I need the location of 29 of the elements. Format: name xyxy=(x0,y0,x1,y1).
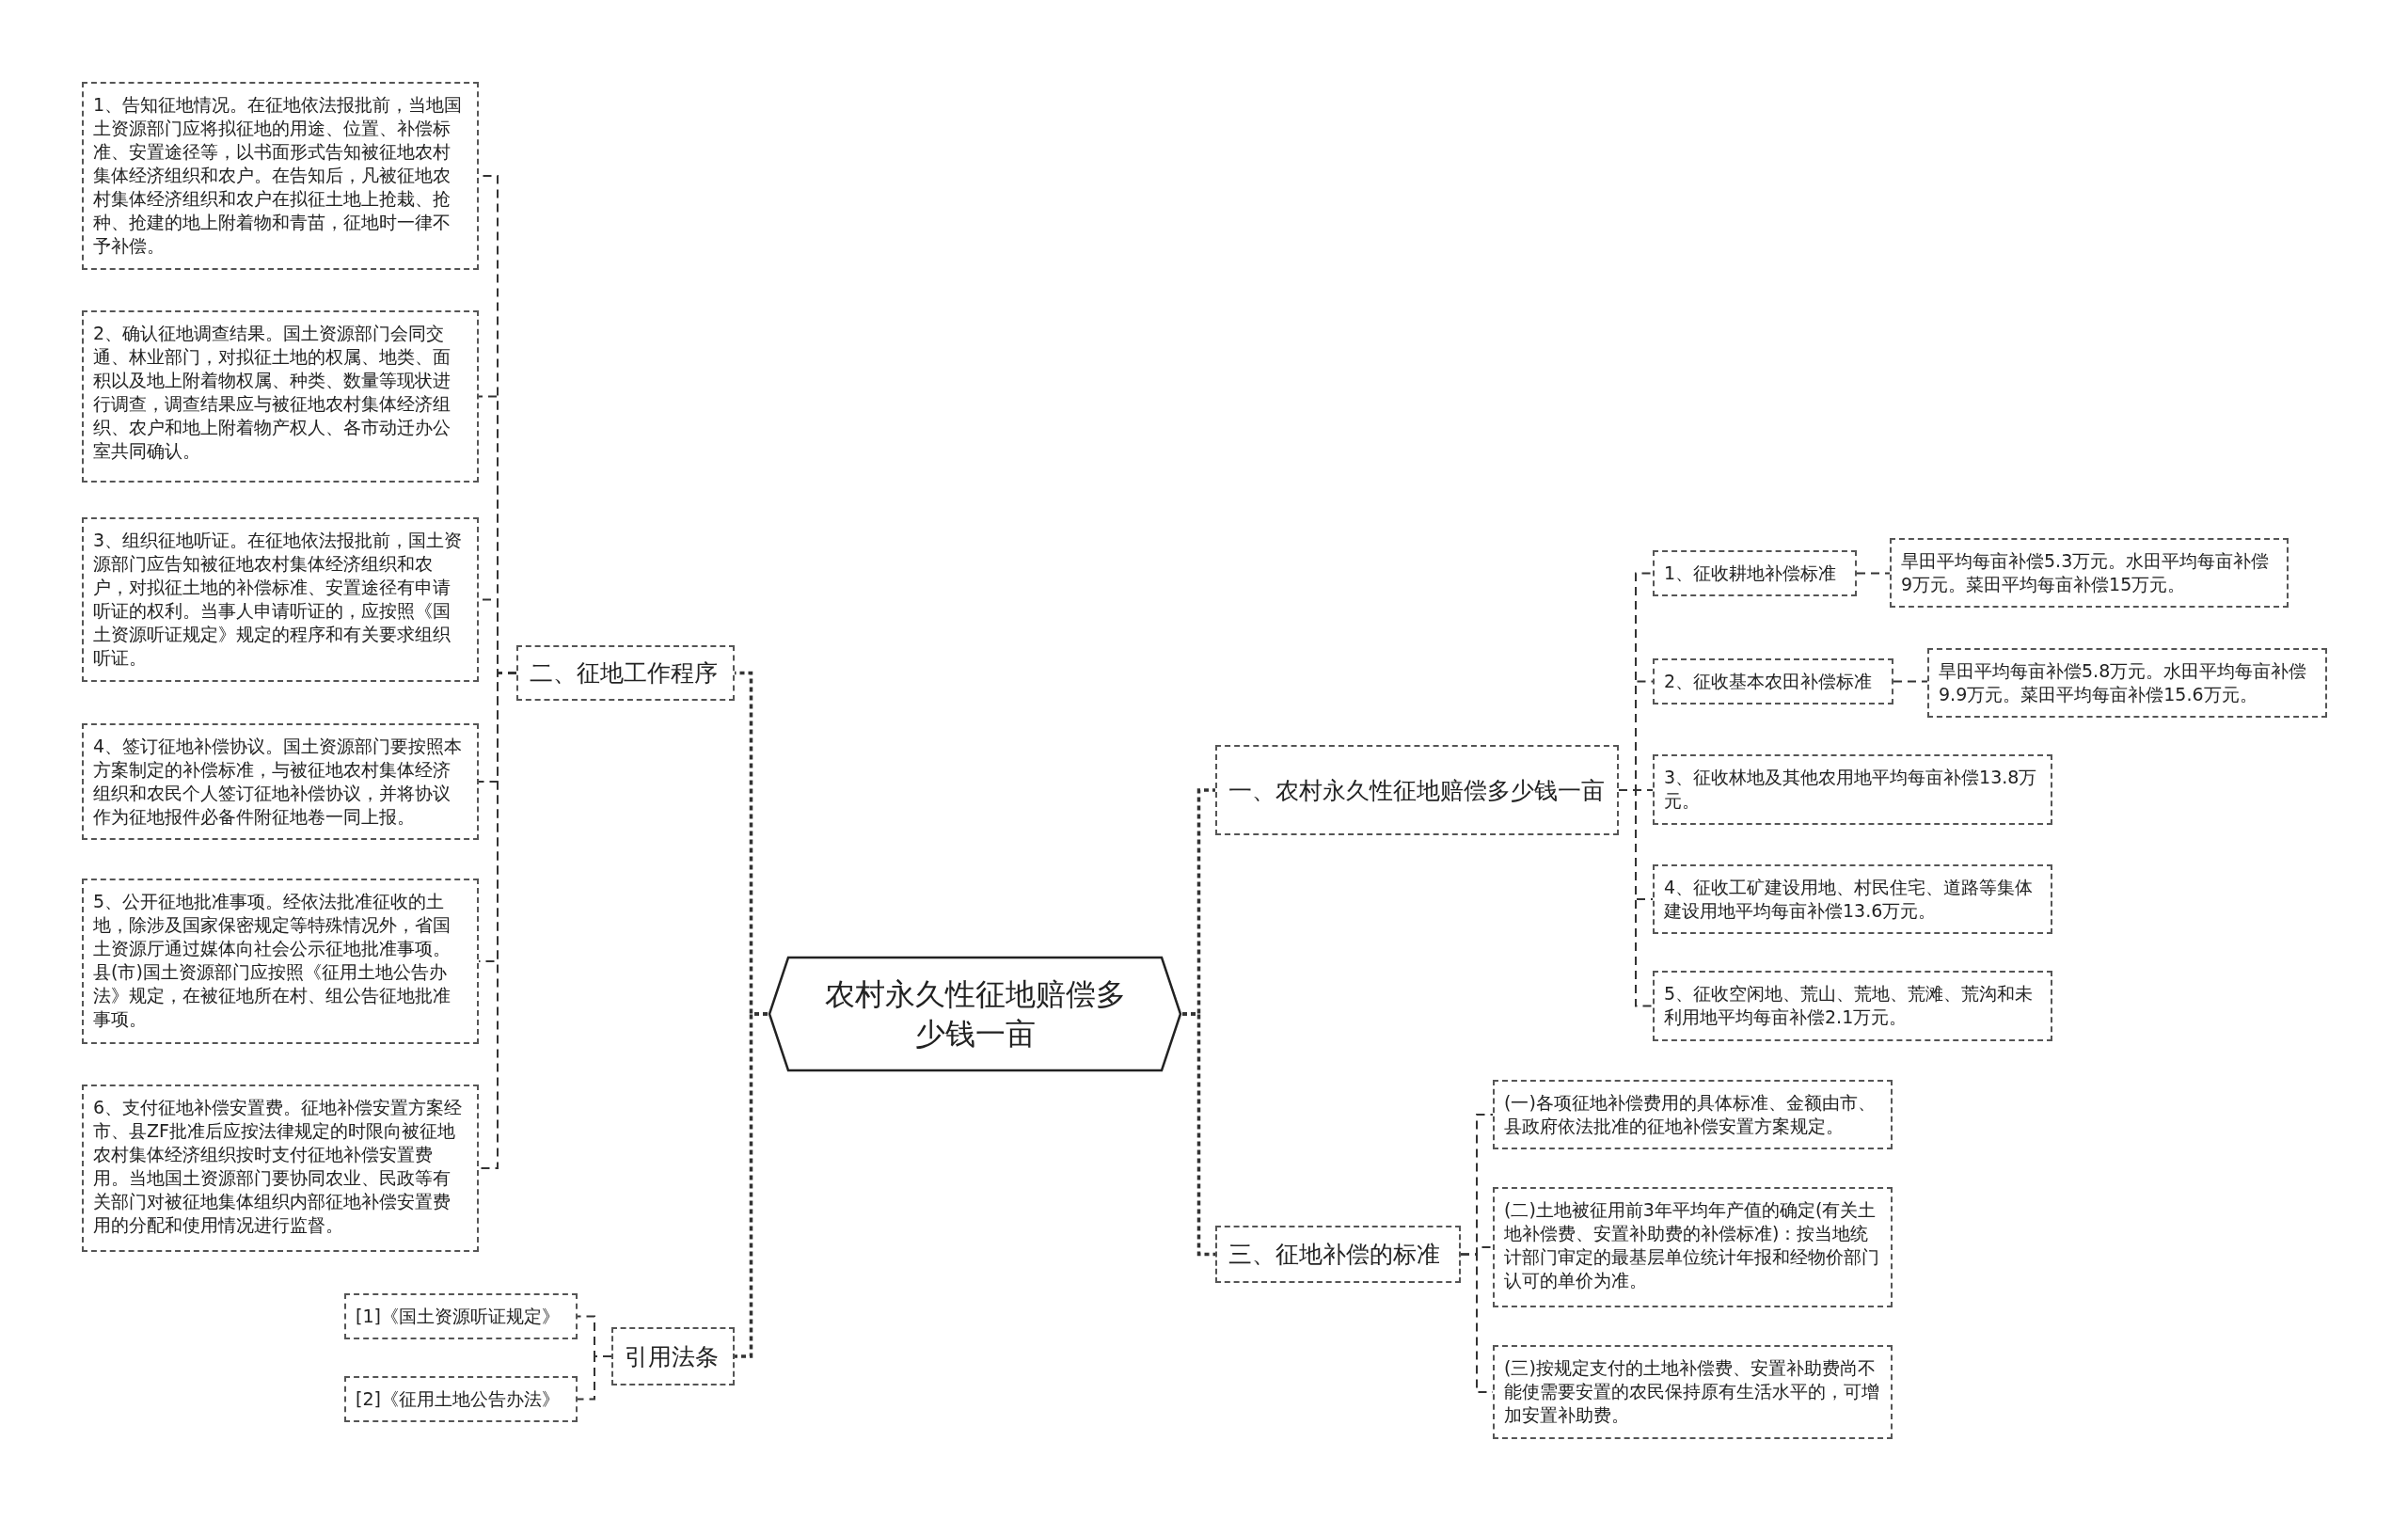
topic-box: [1]《国土资源听证规定》 xyxy=(344,1293,578,1340)
branch-topic-box: 三、征地补偿的标准 xyxy=(1215,1226,1461,1283)
connector-line xyxy=(735,1012,768,1358)
topic-box: 5、公开征地批准事项。经依法批准征收的土地，除涉及国家保密规定等特殊情况外，省国土资源厅通过媒体向社会公示征地批准事项。县(市)国土资源部门应按照《征用土地公告办法》规定，在被征地所在村、组公告征地批准事项。 xyxy=(82,879,479,1044)
topic-box: 5、征收空闲地、荒山、荒地、荒滩、荒沟和未利用地平均每亩补偿2.1万元。 xyxy=(1653,971,2052,1041)
topic-box: 3、征收林地及其他农用地平均每亩补偿13.8万元。 xyxy=(1653,754,2052,825)
topic-box: 旱田平均每亩补偿5.3万元。水田平均每亩补偿9万元。菜田平均每亩补偿15万元。 xyxy=(1890,538,2289,609)
topic-box: 2、征收基本农田补偿标准 xyxy=(1653,658,1893,705)
topic-box: 3、组织征地听证。在征地依法报批前，国土资源部门应告知被征地农村集体经济组织和农户，对拟征土地的补偿标准、安置途径有申请听证的权利。当事人申请听证的，应按照《国土资源听证规定》规定的程序和有关要求组织听证。 xyxy=(82,517,479,682)
connector-line xyxy=(1618,789,1654,1007)
topic-box: 1、征收耕地补偿标准 xyxy=(1653,550,1857,597)
topic-box: (二)土地被征用前3年平均年产值的确定(有关土地补偿费、安置补助费的补偿标准)：按当地统计部门审定的最基层单位统计年报和经物价部门认可的单价为准。 xyxy=(1493,1187,1893,1307)
topic-box: 6、支付征地补偿安置费。征地补偿安置方案经市、县ZF批准后应按法律规定的时限向被征地农村集体经济组织按时支付征地补偿安置费用。当地国土资源部门要协同农业、民政等有关部门对被征地集体组织内部征地补偿安置费用的分配和使用情况进行监督。 xyxy=(82,1085,479,1252)
topic-box: 旱田平均每亩补偿5.8万元。水田平均每亩补偿9.9万元。菜田平均每亩补偿15.6万元。 xyxy=(1927,648,2327,719)
topic-box: (一)各项征地补偿费用的具体标准、金额由市、县政府依法批准的征地补偿安置方案规定。 xyxy=(1493,1080,1893,1150)
connector-line xyxy=(577,1355,612,1401)
connector-line xyxy=(1182,1012,1215,1257)
topic-box: 4、征收工矿建设用地、村民住宅、道路等集体建设用地平均每亩补偿13.6万元。 xyxy=(1653,864,2052,935)
branch-topic-box: 引用法条 xyxy=(611,1327,735,1385)
topic-box: 4、签订征地补偿协议。国土资源部门要按照本方案制定的补偿标准，与被征地农村集体经济组织和农民个人签订征地补偿协议，并将协议作为征地报件必备件附征地卷一同上报。 xyxy=(82,723,479,841)
topic-box: (三)按规定支付的土地补偿费、安置补助费尚不能使需要安置的农民保持原有生活水平的，可增加安置补助费。 xyxy=(1493,1345,1893,1439)
central-topic-hexagon: 农村永久性征地赔偿多少钱一亩 xyxy=(768,956,1182,1072)
topic-box: 1、告知征地情况。在征地依法报批前，当地国土资源部门应将拟征地的用途、位置、补偿标准、安置途径等，以书面形式告知被征地农村集体经济组织和农户。在告知后，凡被征地农村集体经济组织和农户在拟征土地上抢栽、抢种、抢建的地上附着物和青苗，征地时一律不予补偿。 xyxy=(82,82,479,270)
branch-topic-box: 二、征地工作程序 xyxy=(516,645,735,701)
branch-topic-box: 一、农村永久性征地赔偿多少钱一亩 xyxy=(1215,745,1619,835)
connector-line xyxy=(1856,572,1891,575)
topic-box: [2]《征用土地公告办法》 xyxy=(344,1376,578,1423)
connector-line xyxy=(1893,680,1928,683)
topic-box: 2、确认征地调查结果。国土资源部门会同交通、林业部门，对拟征土地的权属、地类、面积以及地上附着物权属、种类、数量等现状进行调查，调查结果应与被征地农村集体经济组织、农户和地上附着物产权人、各市动迁办公室共同确认。 xyxy=(82,310,479,483)
